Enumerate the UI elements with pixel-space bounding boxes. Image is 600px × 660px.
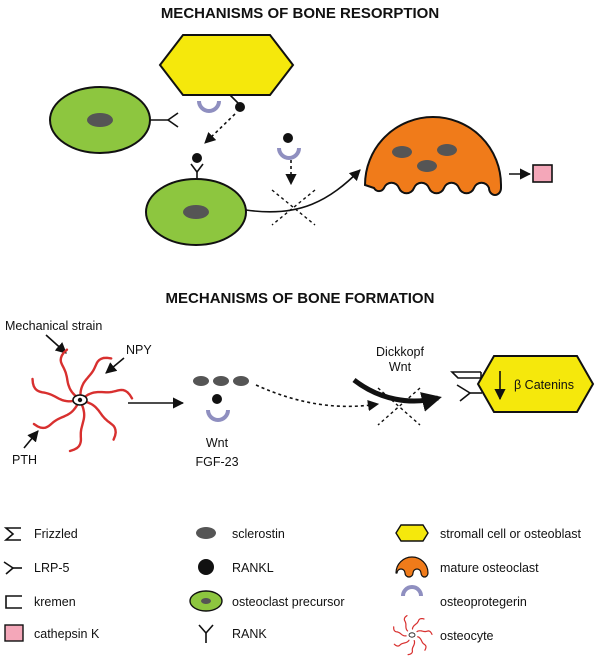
- mechanical-strain-arrow: [45, 334, 67, 354]
- resorption-title: MECHANISMS OF BONE RESORPTION: [161, 5, 439, 22]
- stromal-cell-hexagon: [158, 34, 295, 96]
- frizzled-icon: [3, 527, 21, 541]
- bound-rank-icon: [190, 163, 204, 179]
- legend-label: sclerostin: [232, 527, 285, 541]
- formation-title: MECHANISMS OF BONE FORMATION: [166, 290, 435, 307]
- osteoclast-precursor-cell-top: [49, 86, 151, 154]
- osteoprotegerin-icon: [197, 100, 221, 113]
- legend-item-osteoclast: mature osteoclast: [395, 556, 539, 578]
- legend-item-cathepsin: cathepsin K: [4, 624, 100, 642]
- osteoprotegerin-icon: [206, 409, 230, 422]
- dickkopf-wnt-label: Wnt: [389, 360, 412, 374]
- sclerostin-icon: [193, 376, 209, 386]
- legend-item-sclerostin: sclerostin: [196, 527, 285, 541]
- sclerostin-dashed-arrow: [255, 384, 380, 412]
- legend-label: kremen: [34, 595, 76, 609]
- legend-label: Frizzled: [34, 527, 78, 541]
- rankl-stem: [229, 94, 239, 104]
- dickkopf-label: Dickkopf: [376, 345, 424, 359]
- legend-item-frizzled: Frizzled: [3, 527, 78, 541]
- mature-osteoclast-cell: [363, 116, 502, 196]
- sclerostin-icon: [196, 527, 216, 539]
- inhibition-x: [377, 387, 421, 426]
- legend-item-lrp5: LRP-5: [3, 561, 69, 575]
- lrp5-receptor-icon: [456, 384, 482, 402]
- rankl-dashed-arrow: [204, 113, 236, 144]
- bound-rankl-icon: [192, 153, 202, 163]
- legend: Frizzled LRP-5 kremen cathepsin K sclero…: [3, 524, 582, 656]
- rankl-icon: [198, 559, 214, 575]
- legend-label: osteocyte: [440, 629, 494, 643]
- npy-arrow: [105, 357, 125, 374]
- mechanical-strain-label: Mechanical strain: [5, 319, 102, 333]
- rank-receptor-icon: [150, 112, 179, 128]
- cathepsin-k-square: [532, 164, 553, 183]
- pth-label: PTH: [12, 453, 37, 467]
- osteoblast-hexagon: [476, 355, 595, 413]
- osteoclast-icon: [395, 556, 429, 578]
- osteocyte-icon: [31, 348, 134, 453]
- legend-label: osteoclast precursor: [232, 595, 345, 609]
- inhibition-x: [271, 189, 316, 226]
- npy-label: NPY: [126, 343, 152, 357]
- legend-label: cathepsin K: [34, 627, 100, 641]
- fgf23-label: FGF-23: [195, 455, 238, 469]
- frizzled-receptor-icon: [450, 371, 482, 379]
- osteoclast-precursor-cell-bottom: [145, 178, 247, 246]
- legend-label: RANK: [232, 627, 267, 641]
- catenins-label: β Catenins: [514, 378, 574, 392]
- legend-label: RANKL: [232, 561, 274, 575]
- wnt-signal-arrow: [352, 378, 442, 412]
- legend-label: osteoprotegerin: [440, 595, 527, 609]
- legend-item-rankl: RANKL: [198, 559, 274, 575]
- opg-icon: [401, 585, 423, 597]
- rankl-icon: [235, 102, 245, 112]
- legend-item-stromal: stromall cell or osteoblast: [395, 524, 582, 542]
- legend-item-kremen: kremen: [5, 595, 76, 609]
- rankl-icon: [212, 394, 222, 404]
- free-rankl-icon: [283, 133, 293, 143]
- sclerostin-icon: [233, 376, 249, 386]
- sclerostin-icon: [213, 376, 229, 386]
- kremen-icon: [5, 595, 22, 609]
- legend-item-osteocyte: osteocyte: [393, 615, 494, 656]
- stromal-icon: [395, 524, 429, 542]
- legend-item-opg: osteoprotegerin: [401, 585, 527, 609]
- free-opg-icon: [277, 147, 301, 160]
- legend-label: LRP-5: [34, 561, 69, 575]
- legend-item-rank: RANK: [198, 624, 267, 643]
- legend-label: mature osteoclast: [440, 561, 539, 575]
- legend-label: stromall cell or osteoblast: [440, 527, 582, 541]
- differentiation-arrow: [245, 169, 361, 213]
- cathepsin-icon: [4, 624, 24, 642]
- legend-item-precursor: osteoclast precursor: [189, 590, 345, 612]
- wnt-label: Wnt: [206, 436, 229, 450]
- pth-arrow: [23, 430, 39, 449]
